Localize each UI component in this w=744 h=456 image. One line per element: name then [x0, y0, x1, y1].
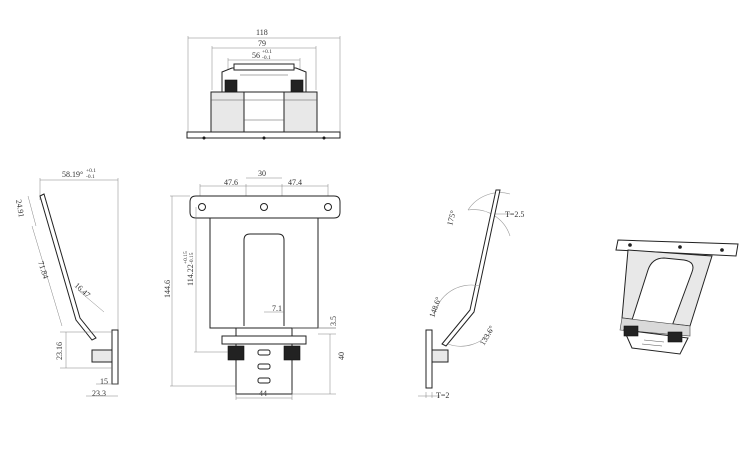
side-plate	[39, 193, 97, 341]
dim-144-6: 144.6	[163, 280, 172, 298]
dim-79: 79	[258, 39, 266, 48]
dim-56-tol-minus: -0.1	[262, 55, 271, 61]
dim-58: 58.19°	[62, 170, 83, 179]
side-hinge-plate	[111, 329, 119, 385]
dim-23-3: 23.3	[92, 389, 106, 398]
top-view: 118 79 56 +0.1 -0.1	[186, 28, 341, 140]
dim-58-tol-plus: +0.1	[86, 168, 96, 174]
dim-47-4: 47.4	[288, 178, 302, 187]
dim-47-6: 47.6	[224, 178, 238, 187]
dim-114-tol-plus: +0.15	[183, 251, 189, 264]
dim-24-91: 24.91	[14, 199, 26, 218]
dim-114-22: 114.22	[186, 264, 195, 286]
front-view: 47.6 30 47.4 144.6 114.22 +0.15 -0.15 7.…	[163, 169, 346, 400]
dim-3-5: 3.5	[329, 316, 338, 326]
iso-mount-plate	[615, 239, 739, 257]
dim-114-tol-minus: -0.15	[189, 252, 195, 264]
angle-175: 175°	[445, 210, 458, 227]
dim-7-1: 7.1	[272, 304, 282, 313]
dim-40: 40	[337, 352, 346, 360]
iso-slot	[631, 257, 694, 327]
dim-23-16: 23.16	[55, 342, 64, 360]
bend-view: 175° T=2.5 148.6° 133.6° T=2	[418, 189, 524, 400]
top-clamp	[221, 67, 307, 93]
side-view: 58.19° +0.1 -0.1 24.91 71.84 16.47 23.16…	[14, 168, 119, 398]
dim-71-84: 71.84	[36, 260, 50, 280]
bend-profile	[441, 189, 501, 347]
dim-56: 56	[252, 51, 260, 60]
dim-118: 118	[256, 28, 268, 37]
isometric-view	[615, 239, 739, 355]
dim-16-47: 16.47	[73, 281, 92, 300]
front-slot	[243, 233, 285, 326]
dim-15: 15	[100, 377, 108, 386]
dim-58-tol-minus: -0.1	[86, 174, 95, 180]
angle-148-6: 148.6°	[427, 296, 443, 319]
angle-133-6: 133.6°	[478, 324, 496, 347]
dim-30: 30	[258, 169, 266, 178]
thickness-bottom: T=2	[436, 391, 449, 400]
dim-56-tol-plus: +0.1	[262, 49, 272, 55]
thickness-top: T=2.5	[505, 210, 524, 219]
dim-44: 44	[259, 389, 267, 398]
